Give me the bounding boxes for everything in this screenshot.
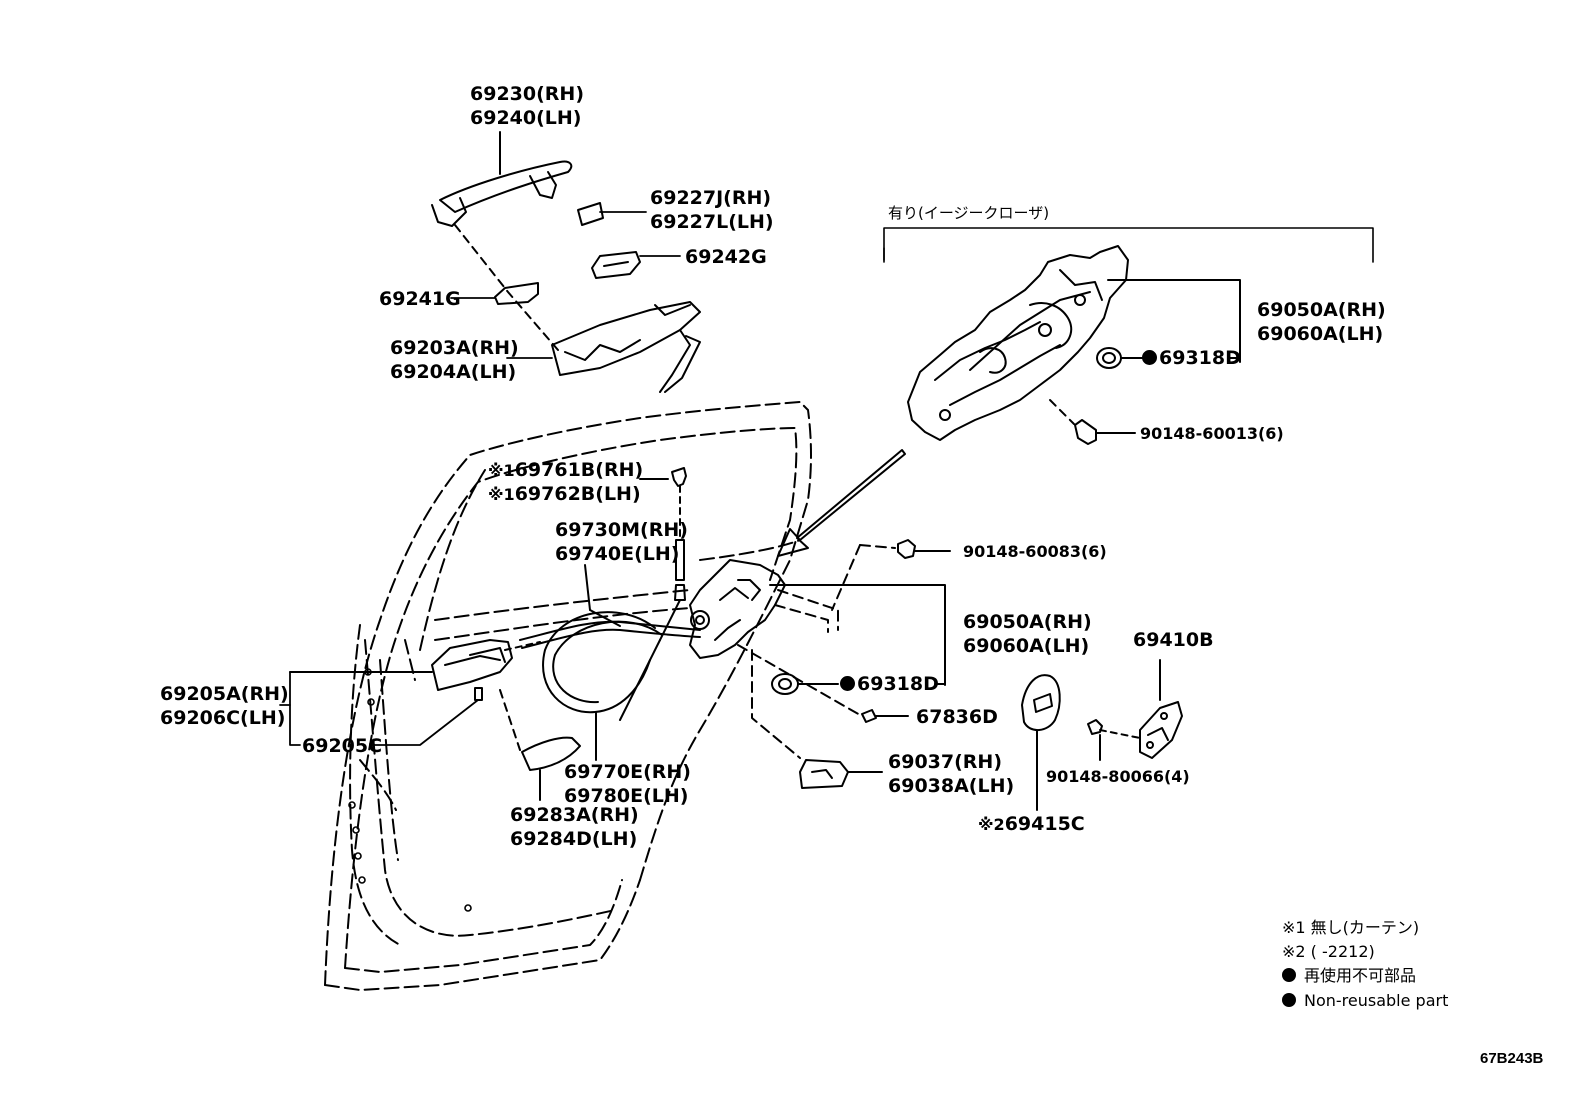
reference-code: 67B243B [1480, 1050, 1544, 1067]
label-key[interactable]: ※269415C [978, 812, 1085, 836]
cover-drawing [521, 736, 581, 801]
label-outer-handle-lh[interactable]: 69240(LH) [470, 107, 582, 129]
seal-number: 69318D [857, 673, 939, 695]
label-cable-e-rh[interactable]: 69770E(RH) [564, 761, 691, 783]
label-lock-lh[interactable]: 69060A(LH) [963, 635, 1090, 657]
switch-drawing [799, 759, 883, 789]
label-inner-handle-lh[interactable]: 69206C(LH) [160, 707, 286, 729]
rod-rh-number: 69761B(RH) [514, 459, 644, 481]
label-lock-rh[interactable]: 69050A(RH) [963, 611, 1092, 633]
leader-lines [279, 211, 681, 746]
note-4: Non-reusable part [1282, 989, 1448, 1013]
pad-241-drawing [494, 282, 539, 305]
note-3: 再使用不可部品 [1282, 964, 1416, 988]
note-1: ※1 無し(カーテン) [1282, 918, 1420, 937]
label-cap-lh[interactable]: 69227L(LH) [650, 211, 774, 233]
label-plug[interactable]: 67836D [916, 706, 998, 728]
plug-drawing [861, 709, 877, 723]
label-pad-241[interactable]: 69241G [379, 288, 461, 310]
non-reusable-dot-icon [1282, 993, 1296, 1007]
closer-header: 有り(イージークローザ) [888, 204, 1050, 222]
bolt-66-drawing [1087, 719, 1141, 761]
note-2: ※2 ( -2212) [1282, 942, 1375, 961]
label-bolt-13[interactable]: 90148-60013(6) [1140, 424, 1284, 443]
seal-drawing [771, 673, 799, 695]
label-outer-handle-rh[interactable]: 69230(RH) [470, 83, 584, 105]
pad-g-drawing [591, 251, 641, 279]
label-seal[interactable]: 69318D [840, 672, 939, 696]
label-bolt-66[interactable]: 90148-80066(4) [1046, 767, 1190, 786]
key-drawing [1021, 674, 1061, 811]
label-rod-rh[interactable]: ※169761B(RH) [488, 458, 643, 482]
non-reusable-dot-icon [840, 676, 855, 691]
note-3-text: 再使用不可部品 [1304, 966, 1417, 985]
rod-lh-number: 69762B(LH) [514, 483, 641, 505]
label-closer-seal[interactable]: 69318D [1142, 346, 1241, 370]
cap-drawing [577, 202, 604, 226]
closer-seal-number: 69318D [1159, 347, 1241, 369]
label-frame-lh[interactable]: 69204A(LH) [390, 361, 517, 383]
label-striker[interactable]: 69410B [1133, 629, 1214, 651]
label-closer-lock-lh[interactable]: 69060A(LH) [1257, 323, 1384, 345]
label-inner-handle-c[interactable]: 69205C [302, 735, 383, 757]
key-number: 69415C [1004, 813, 1085, 835]
lock-guide-lines [737, 544, 896, 759]
bolt-83-drawing [897, 539, 951, 559]
label-rod-lh[interactable]: ※169762B(LH) [488, 482, 641, 506]
key-mark: ※2 [978, 815, 1005, 834]
label-inner-handle-rh[interactable]: 69205A(RH) [160, 683, 289, 705]
label-cover-rh[interactable]: 69283A(RH) [510, 804, 639, 826]
non-reusable-dot-icon [1142, 350, 1157, 365]
note-4-text: Non-reusable part [1304, 991, 1449, 1010]
arrow-indicator [777, 449, 906, 557]
label-cable-m-rh[interactable]: 69730M(RH) [555, 519, 688, 541]
label-cap-rh[interactable]: 69227J(RH) [650, 187, 772, 209]
closer-lock-drawing [907, 245, 1241, 441]
closer-bracket [883, 227, 1374, 263]
non-reusable-dot-icon [1282, 968, 1296, 982]
label-frame-rh[interactable]: 69203A(RH) [390, 337, 519, 359]
label-switch-lh[interactable]: 69038A(LH) [888, 775, 1015, 797]
label-bolt-83[interactable]: 90148-60083(6) [963, 542, 1107, 561]
handle-guide-lines [454, 224, 559, 351]
label-pad-g[interactable]: 69242G [685, 246, 767, 268]
lock-drawing [689, 559, 946, 686]
label-closer-lock-rh[interactable]: 69050A(RH) [1257, 299, 1386, 321]
handle-frame-drawing [551, 301, 701, 393]
closer-seal-drawing [1096, 347, 1122, 369]
cable-e-drawing [542, 611, 663, 761]
label-cover-lh[interactable]: 69284D(LH) [510, 828, 638, 850]
striker-drawing [1139, 659, 1183, 759]
inner-handle-drawing [289, 639, 541, 701]
rod-lh-mark: ※1 [488, 485, 515, 504]
door-holes [348, 668, 472, 912]
label-switch-rh[interactable]: 69037(RH) [888, 751, 1002, 773]
outer-handle-drawing [431, 131, 573, 227]
label-cable-e-lh[interactable]: 69780E(LH) [564, 785, 689, 807]
bolt-13-drawing [1074, 419, 1136, 445]
rod-rh-mark: ※1 [488, 461, 515, 480]
label-cable-m-lh[interactable]: 69740E(LH) [555, 543, 680, 565]
